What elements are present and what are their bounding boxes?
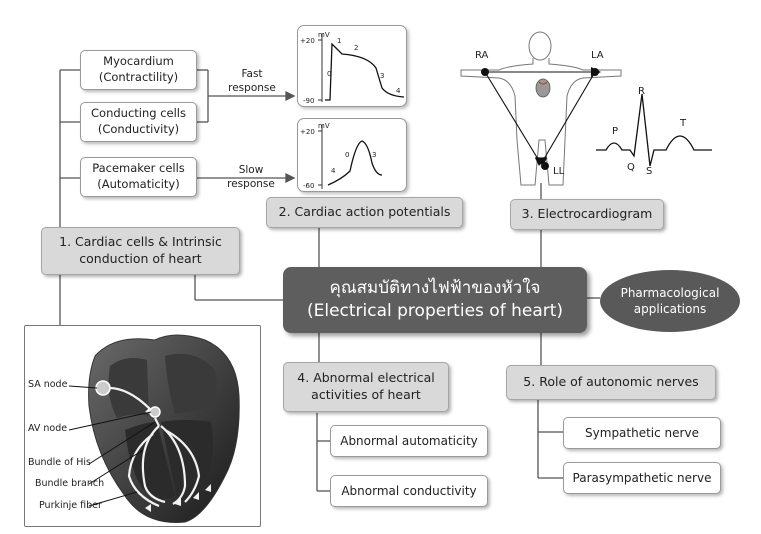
abnormal-conductivity-label: Abnormal conductivity xyxy=(341,483,477,498)
branch-electrocardiogram-label: 3. Electrocardiogram xyxy=(521,206,653,222)
sympathetic-nerve-label: Sympathetic nerve xyxy=(585,425,699,440)
pharmacological-line2: applications xyxy=(633,302,707,316)
myocardium-box: Myocardium (Contractility) xyxy=(80,50,197,90)
pacemaker-cells-label: Pacemaker cells xyxy=(92,161,185,176)
pharmacological-applications-oval: Pharmacological applications xyxy=(600,270,740,332)
fast-ap-phase-3: 3 xyxy=(380,72,384,80)
fast-action-potential-panel: +20 mV -90 0 1 2 3 4 xyxy=(297,25,407,107)
fast-ap-unit: mV xyxy=(318,31,330,39)
purkinje-fiber-label: Purkinje fiber xyxy=(39,500,102,511)
central-topic: คุณสมบัติทางไฟฟ้าของหัวใจ (Electrical pr… xyxy=(283,267,587,333)
slow-action-potential-graph: +20 mV -60 0 3 4 xyxy=(300,122,383,190)
conductivity-label: (Conductivity) xyxy=(97,122,180,136)
abnormal-conductivity-box: Abnormal conductivity xyxy=(330,475,488,507)
fast-ap-phase-4: 4 xyxy=(396,87,401,95)
pharmacological-line1: Pharmacological xyxy=(620,285,720,300)
bundle-branch-label: Bundle branch xyxy=(35,478,105,489)
slow-ap-phase-4: 4 xyxy=(331,167,336,175)
conducting-cells-box: Conducting cells (Conductivity) xyxy=(80,102,197,142)
parasympathetic-nerve-label: Parasympathetic nerve xyxy=(572,470,712,485)
bundle-of-his-label: Bundle of His xyxy=(28,457,92,468)
myocardium-label: Myocardium xyxy=(103,54,174,69)
conducting-cells-label: Conducting cells xyxy=(91,106,186,121)
fast-ap-phase-2: 2 xyxy=(354,44,358,52)
central-topic-thai: คุณสมบัติทางไฟฟ้าของหัวใจ xyxy=(329,278,541,299)
slow-ap-unit: mV xyxy=(318,122,330,130)
fast-ap-bottom-tick: -90 xyxy=(303,97,314,105)
branch-cardiac-cells-line1: 1. Cardiac cells & Intrinsic xyxy=(59,234,222,250)
heart-conduction-panel: SA node AV node Bundle of His Bundle bra… xyxy=(24,325,261,527)
branch-action-potentials-label: 2. Cardiac action potentials xyxy=(278,204,451,220)
lead-la-label: LA xyxy=(591,50,604,61)
automaticity-label: (Automaticity) xyxy=(97,177,180,191)
branch-action-potentials: 2. Cardiac action potentials xyxy=(266,197,463,228)
fast-ap-phase-0: 0 xyxy=(327,70,331,78)
branch-cardiac-cells-line2: conduction of heart xyxy=(79,251,202,266)
branch-autonomic-nerves: 5. Role of autonomic nerves xyxy=(506,365,716,400)
branch-electrocardiogram: 3. Electrocardiogram xyxy=(510,199,664,230)
slow-ap-bottom-tick: -60 xyxy=(303,182,314,190)
pacemaker-cells-box: Pacemaker cells (Automaticity) xyxy=(80,157,197,197)
branch-autonomic-nerves-label: 5. Role of autonomic nerves xyxy=(523,374,699,390)
ecg-t-wave-label: T xyxy=(679,118,687,129)
fast-ap-phase-1: 1 xyxy=(337,37,341,45)
ecg-r-wave-label: R xyxy=(638,86,645,97)
heart-conduction-illustration xyxy=(68,334,240,523)
slow-ap-phase-0: 0 xyxy=(345,151,349,159)
slow-ap-top-tick: +20 xyxy=(300,128,315,136)
lead-ll-label: LL xyxy=(553,166,565,177)
slow-ap-phase-3: 3 xyxy=(372,151,376,159)
av-node-label: AV node xyxy=(28,423,68,434)
abnormal-automaticity-label: Abnormal automaticity xyxy=(340,433,478,448)
ecg-p-wave-label: P xyxy=(612,126,618,137)
branch-abnormal-activities: 4. Abnormal electrical activities of hea… xyxy=(283,362,449,412)
sympathetic-nerve-box: Sympathetic nerve xyxy=(563,417,721,449)
slow-action-potential-panel: +20 mV -60 0 3 4 xyxy=(297,118,407,192)
ecg-s-wave-label: S xyxy=(646,166,652,174)
lead-ra-label: RA xyxy=(475,50,489,61)
fast-action-potential-graph: +20 mV -90 0 1 2 3 4 xyxy=(300,31,405,105)
abnormal-automaticity-box: Abnormal automaticity xyxy=(330,425,488,457)
branch-abnormal-line1: 4. Abnormal electrical xyxy=(297,370,435,386)
ecg-waveform: P Q R S T xyxy=(596,86,712,174)
einthoven-body-figure: RA LA LL xyxy=(460,31,622,186)
branch-cardiac-cells: 1. Cardiac cells & Intrinsic conduction … xyxy=(41,227,240,275)
central-topic-english: (Electrical properties of heart) xyxy=(306,301,564,321)
fast-ap-top-tick: +20 xyxy=(300,37,315,45)
contractility-label: (Contractility) xyxy=(98,70,179,84)
parasympathetic-nerve-box: Parasympathetic nerve xyxy=(563,462,721,494)
ecg-q-wave-label: Q xyxy=(627,162,635,173)
branch-abnormal-line2: activities of heart xyxy=(311,387,421,402)
sa-node-label: SA node xyxy=(28,379,68,390)
